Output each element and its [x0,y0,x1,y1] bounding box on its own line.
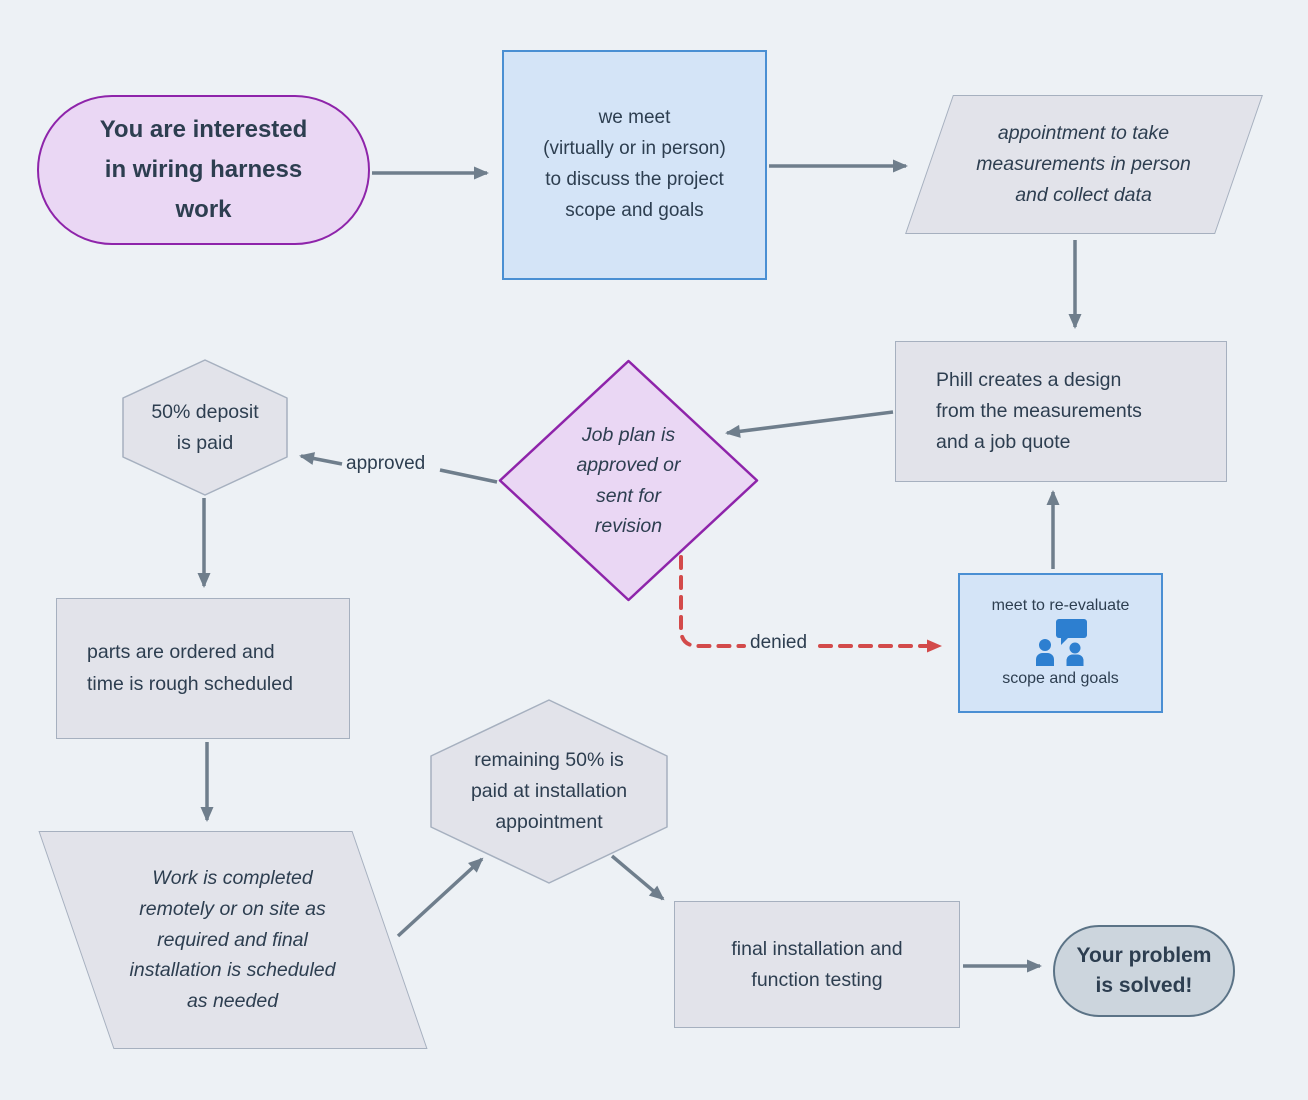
edge-approved-label-to-deposit [299,452,343,466]
design-node-label: Phill creates a design from the measurem… [936,368,1142,454]
edge-decision-to-approved-label [439,468,498,484]
people-discussion-icon [1035,619,1087,666]
diamond-shape [498,359,759,602]
decision-node[interactable]: Job plan is approved or sent for revisio… [497,359,760,602]
edge-design-to-decision [725,410,894,438]
decision-node-label: Job plan is approved or sent for revisio… [576,424,681,537]
start-node-label: You are interested in wiring harness wor… [99,115,308,224]
design-node[interactable]: Phill creates a design from the measurem… [895,341,1227,482]
reevaluate-node[interactable]: meet to re-evaluate scope and goals [958,573,1163,713]
deposit-node[interactable]: 50% deposit is paid [122,359,288,496]
end-node[interactable]: Your problem is solved! [1053,925,1235,1017]
hexagon-shape [430,699,668,884]
work-node[interactable]: Work is completed remotely or on site as… [38,831,428,1049]
edge-remaining-to-final [610,854,665,901]
parts-node[interactable]: parts are ordered and time is rough sche… [56,598,350,739]
parts-node-label: parts are ordered and time is rough sche… [87,641,293,695]
appointment-node[interactable]: appointment to take measurements in pers… [905,95,1263,234]
meet-node-label: we meet (virtually or in person) to disc… [543,107,726,221]
appointment-node-label: appointment to take measurements in pers… [976,122,1191,206]
hexagon-shape [122,359,288,496]
reevaluate-node-label-bottom: scope and goals [1002,670,1119,687]
final-installation-node[interactable]: final installation and function testing [674,901,960,1028]
edge-decision-to-denied-label [679,555,746,648]
approved-edge-label: approved [344,453,428,475]
work-node-label: Work is completed remotely or on site as… [129,867,336,1012]
reevaluate-node-label-top: meet to re-evaluate [991,597,1130,615]
final-installation-node-label: final installation and function testing [731,937,903,991]
remaining-payment-node-label: remaining 50% is paid at installation ap… [470,749,628,833]
denied-edge-label: denied [748,632,810,654]
deposit-node-label: 50% deposit is paid [151,400,259,454]
end-node-label: Your problem is solved! [1076,943,1212,997]
meet-node[interactable]: we meet (virtually or in person) to disc… [502,50,767,280]
start-node[interactable]: You are interested in wiring harness wor… [37,95,370,245]
remaining-payment-node[interactable]: remaining 50% is paid at installation ap… [430,699,668,884]
edge-work-to-remaining [396,857,484,938]
